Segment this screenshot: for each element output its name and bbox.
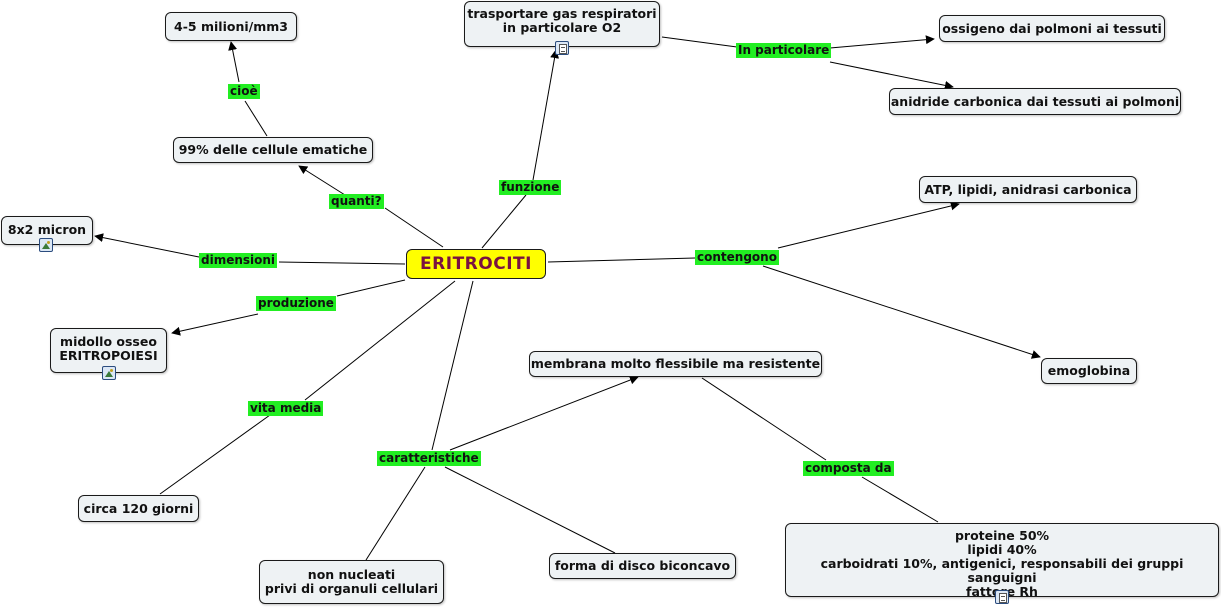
link-label-in-particolare[interactable]: In particolare xyxy=(736,43,832,58)
concept-label: ossigeno dai polmoni ai tessuti xyxy=(942,20,1162,36)
link-label-dimensioni[interactable]: dimensioni xyxy=(199,253,278,268)
concept-membrana[interactable]: membrana molto flessibile ma resistente xyxy=(529,351,822,377)
document-icon[interactable] xyxy=(995,590,1009,604)
link-label-quanti[interactable]: quanti? xyxy=(329,194,384,209)
concept-99-cellule[interactable]: 99% delle cellule ematiche xyxy=(173,137,373,163)
link-label-vita-media[interactable]: vita media xyxy=(248,401,324,416)
concept-label: anidride carbonica dai tessuti ai polmon… xyxy=(890,93,1180,109)
central-concept[interactable]: ERITROCITI xyxy=(406,249,546,279)
concept-label: proteine 50% lipidi 40% carboidrati 10%,… xyxy=(820,528,1184,599)
document-icon[interactable] xyxy=(555,41,569,55)
concept-proteine-lipidi[interactable]: proteine 50% lipidi 40% carboidrati 10%,… xyxy=(785,523,1219,599)
image-icon[interactable] xyxy=(39,238,53,252)
concept-non-nucleati[interactable]: non nucleati privi di organuli cellulari xyxy=(259,560,444,604)
concept-label: membrana molto flessibile ma resistente xyxy=(530,356,821,371)
concept-label: 99% delle cellule ematiche xyxy=(178,142,368,157)
link-label-funzione[interactable]: funzione xyxy=(499,180,562,195)
link-label-produzione[interactable]: produzione xyxy=(256,296,336,311)
concept-4-5-milioni[interactable]: 4-5 milioni/mm3 xyxy=(165,12,297,41)
concept-label: forma di disco biconcavo xyxy=(554,558,731,573)
concept-label: midollo osseo ERITROPOIESI xyxy=(59,334,158,363)
concept-label: circa 120 giorni xyxy=(83,500,194,516)
concept-label: non nucleati privi di organuli cellulari xyxy=(264,567,439,596)
concept-ossigeno[interactable]: ossigeno dai polmoni ai tessuti xyxy=(939,15,1165,42)
concept-label: 4-5 milioni/mm3 xyxy=(174,18,288,34)
link-label-cioe[interactable]: cioè xyxy=(228,84,260,99)
concept-anidride-carbonica[interactable]: anidride carbonica dai tessuti ai polmon… xyxy=(889,88,1181,115)
link-label-composta-da[interactable]: composta da xyxy=(803,461,894,476)
image-icon[interactable] xyxy=(102,366,116,380)
concept-8x2-micron[interactable]: 8x2 micron xyxy=(1,216,93,245)
concept-label: emoglobina xyxy=(1047,363,1131,378)
link-label-contengono[interactable]: contengono xyxy=(695,250,779,265)
concept-120-giorni[interactable]: circa 120 giorni xyxy=(78,495,199,522)
link-label-caratteristiche[interactable]: caratteristiche xyxy=(377,451,481,466)
concept-forma-disco[interactable]: forma di disco biconcavo xyxy=(549,553,736,579)
concept-label: ATP, lipidi, anidrasi carbonica xyxy=(924,181,1132,197)
concept-midollo-osseo[interactable]: midollo osseo ERITROPOIESI xyxy=(50,328,167,373)
concept-atp-lipidi[interactable]: ATP, lipidi, anidrasi carbonica xyxy=(919,176,1137,203)
concept-label: 8x2 micron xyxy=(7,222,87,237)
concept-label: trasportare gas respiratori in particola… xyxy=(467,6,657,35)
concept-emoglobina[interactable]: emoglobina xyxy=(1041,358,1137,384)
